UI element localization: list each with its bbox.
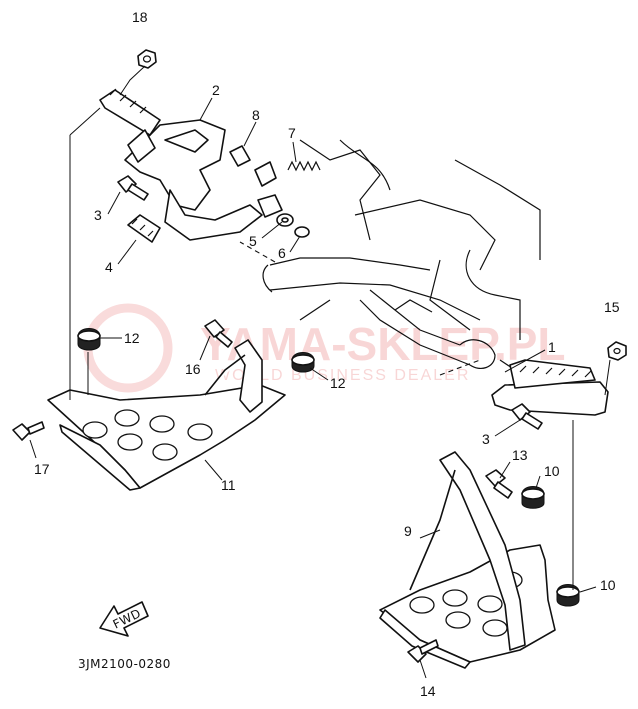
- callout-17: 17: [34, 461, 50, 477]
- part-13-bolt: [485, 469, 513, 499]
- part-18-nut: [137, 49, 157, 69]
- part-10-grommet-upper: [521, 486, 545, 509]
- part-10-grommet-lower: [556, 584, 580, 607]
- callout-12-left: 12: [124, 330, 140, 346]
- callout-7: 7: [288, 125, 296, 141]
- part-7-spring: [287, 160, 321, 172]
- part-4-footrest: [127, 214, 161, 243]
- callout-10-lower: 10: [600, 577, 616, 593]
- callout-11: 11: [221, 477, 236, 493]
- callout-13: 13: [512, 447, 528, 463]
- callout-12-center: 12: [330, 375, 346, 391]
- part-9-protector-right: [379, 451, 556, 669]
- callout-6: 6: [278, 245, 286, 261]
- part-3-bolt-upper: [117, 175, 149, 201]
- pivot-sleeve: [254, 161, 283, 218]
- callout-4: 4: [105, 259, 113, 275]
- watermark-subtext: WORLD BUSINESS DEALER: [215, 367, 470, 384]
- assembly-lines: [69, 65, 611, 590]
- callout-16: 16: [185, 361, 201, 377]
- part-15-nut: [607, 341, 627, 361]
- part-3-bolt-lower: [511, 403, 543, 430]
- callout-18: 18: [132, 9, 148, 25]
- fwd-arrow-icon: FWD: [99, 601, 149, 637]
- callout-5: 5: [249, 233, 257, 249]
- callout-3-upper: 3: [94, 207, 102, 223]
- part-12-grommet-left: [77, 328, 101, 351]
- callouts: 18 2 8 7 3 5 6 4 12 16 12 15 1 3 17 11 1…: [34, 9, 620, 699]
- callout-1: 1: [548, 339, 556, 355]
- watermark: YAMA-SKLEP.PL WORLD BUSINESS DEALER: [83, 303, 566, 393]
- part-17-bolt: [12, 421, 45, 441]
- part-6-clip: [294, 226, 310, 238]
- part-11-protector-left: [47, 339, 286, 491]
- part-2-footrest-bracket: [99, 88, 263, 241]
- callout-9: 9: [404, 523, 412, 539]
- reference-code: 3JM2100-0280: [78, 657, 171, 671]
- callout-3-lower: 3: [482, 431, 490, 447]
- callout-2: 2: [212, 82, 220, 98]
- part-14-bolt: [407, 639, 439, 663]
- part-12-grommet-center: [291, 352, 315, 373]
- part-16-bolt: [204, 319, 233, 348]
- callout-10-upper: 10: [544, 463, 560, 479]
- callout-8: 8: [252, 107, 260, 123]
- part-8-collar: [229, 145, 251, 167]
- callout-15: 15: [604, 299, 620, 315]
- leader-lines: [29, 97, 597, 679]
- frame: [239, 139, 541, 381]
- callout-14: 14: [420, 683, 436, 699]
